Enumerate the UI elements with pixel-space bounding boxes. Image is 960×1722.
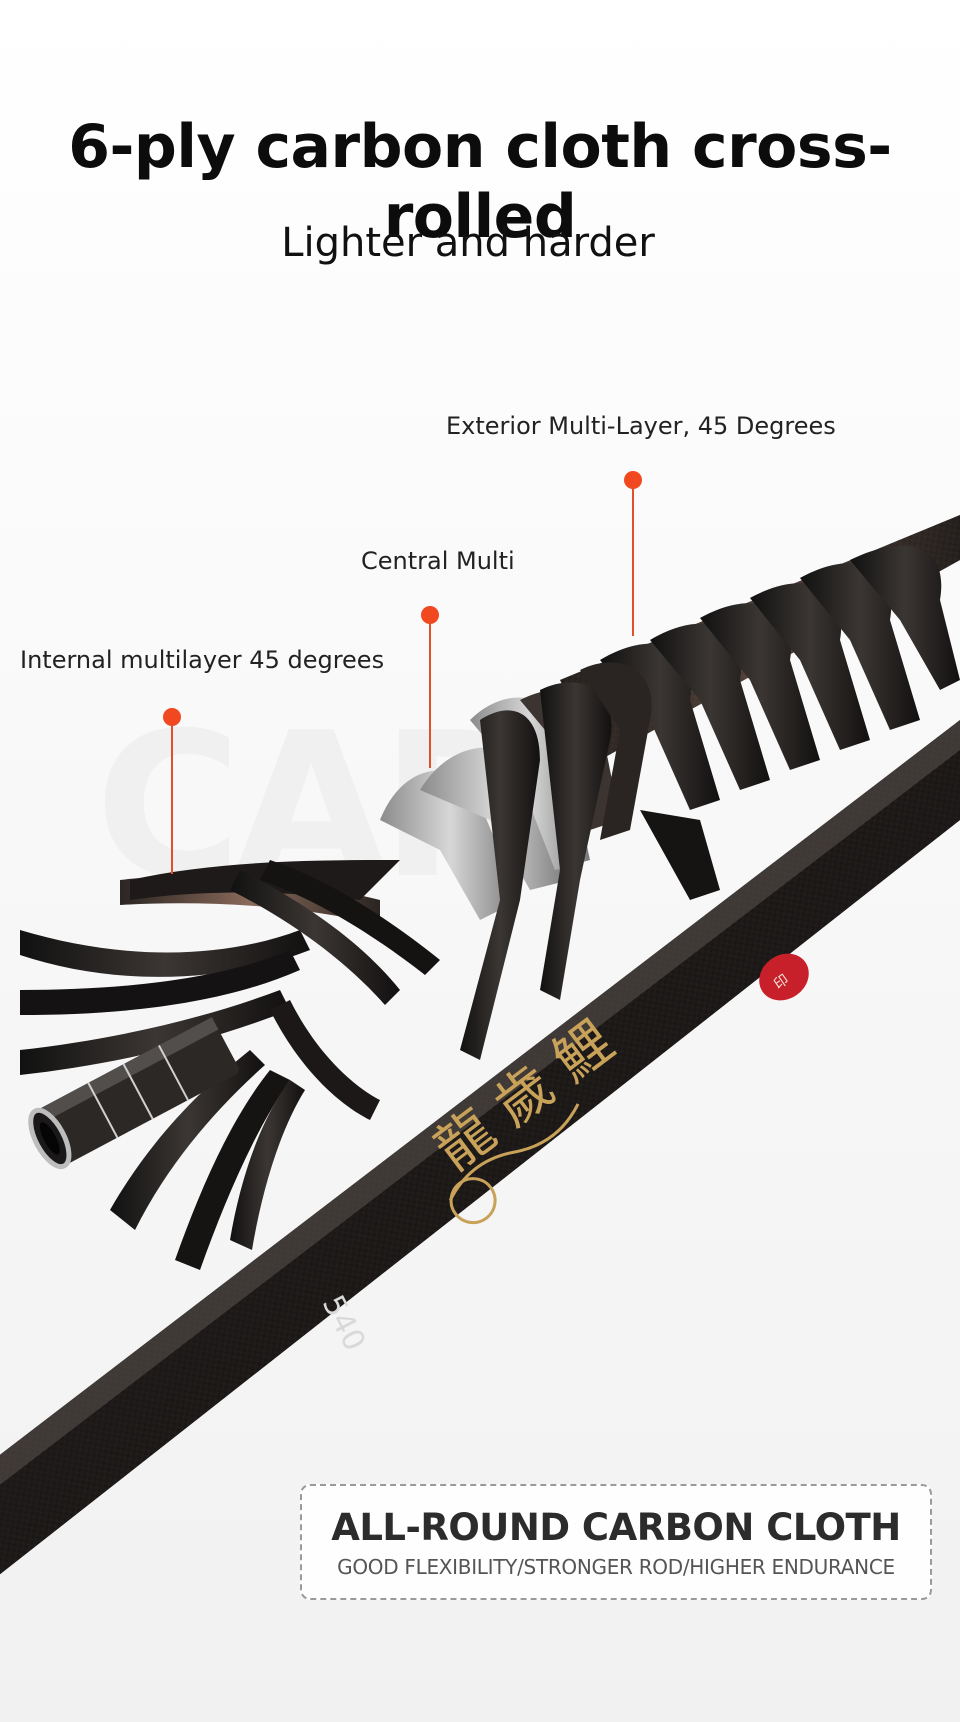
badge-subtitle: GOOD FLEXIBILITY/STRONGER ROD/HIGHER END… [337, 1555, 895, 1579]
callout-dot-exterior [624, 471, 642, 489]
internal-layer-strips [20, 860, 440, 1270]
page-subtitle: Lighter and harder [281, 220, 655, 266]
callout-label-internal: Internal multilayer 45 degrees [20, 646, 385, 674]
main-rod [0, 720, 960, 1575]
page-title: 6-ply carbon cloth cross-rolled [68, 112, 892, 252]
callout-label-exterior: Exterior Multi-Layer, 45 Degrees [446, 412, 836, 440]
middle-dark-strips [460, 662, 652, 1060]
callout-line-central [429, 622, 431, 768]
inner-core-tube [28, 1017, 239, 1170]
feature-badge: ALL-ROUND CARBON CLOTH GOOD FLEXIBILITY/… [300, 1484, 932, 1600]
brand-seal: 印 [759, 953, 809, 1001]
callout-line-exterior [632, 488, 634, 636]
callout-line-internal [171, 724, 173, 874]
badge-title: ALL-ROUND CARBON CLOTH [331, 1506, 901, 1549]
callout-label-central: Central Multi [361, 547, 515, 575]
callout-dot-internal [163, 708, 181, 726]
callout-dot-central [421, 606, 439, 624]
